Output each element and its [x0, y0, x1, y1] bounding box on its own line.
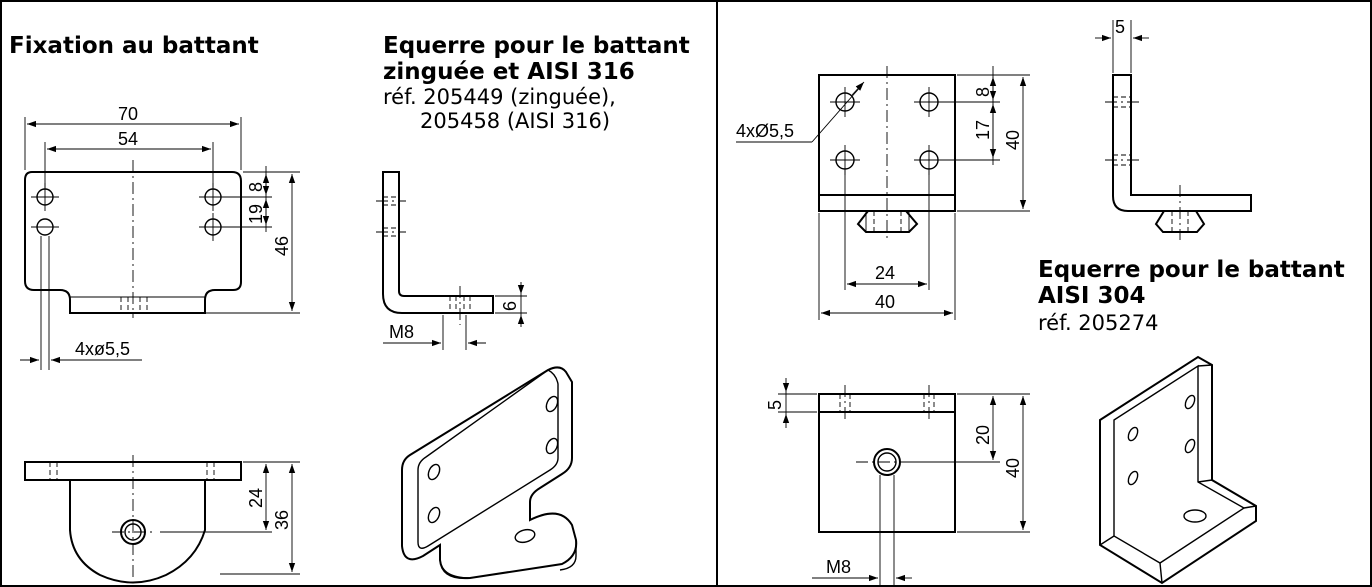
dim-hole-spacing-h: 54 [118, 129, 138, 149]
dim-depth-to-hole: 20 [973, 425, 993, 445]
bracket-304-top-view [818, 385, 956, 587]
dim-hole-spacing-v: 17 [973, 120, 993, 140]
hinge-plate-top-view [24, 455, 242, 584]
angle-bracket-side-view [376, 171, 494, 325]
bracket-title-line2: zinguée et AISI 316 [383, 59, 635, 85]
dimensions-front-view: 70 54 8 19 46 4xø5,5 [20, 104, 300, 370]
bracket-304-front-view [818, 66, 956, 238]
bracket-304-side-view [1105, 74, 1252, 240]
right-panel: Equerre pour le battant AISI 304 réf. 20… [736, 17, 1345, 587]
dimensions-side-view: 6 M8 [383, 282, 527, 350]
bracket-ref-line1: réf. 205274 [1038, 311, 1158, 335]
bracket-title-line1: Equerre pour le battant [383, 33, 690, 59]
dim-thickness: 6 [500, 301, 520, 311]
dim-depth-overall: 36 [272, 510, 292, 530]
dim-top-edge-to-hole: 8 [973, 87, 993, 97]
bracket-title-line2: AISI 304 [1038, 283, 1146, 309]
dim-width-overall: 70 [118, 104, 138, 124]
bracket-ref-line1: réf. 205449 (zinguée), [383, 85, 616, 109]
panel-title: Fixation au battant [9, 33, 259, 59]
dim-hole-spacing-h: 24 [875, 263, 895, 283]
dimensions-top-view: 24 36 [160, 461, 300, 575]
bracket-title-line1: Equerre pour le battant [1038, 257, 1345, 283]
dim-top-edge-to-hole: 8 [246, 182, 266, 192]
dim-thickness-top: 5 [1115, 17, 1125, 37]
dim-thread: M8 [826, 557, 851, 577]
dim-thread: M8 [389, 322, 414, 342]
angle-bracket-isometric [401, 366, 578, 580]
dim-depth-to-hole: 24 [246, 488, 266, 508]
dim-hole-spacing-v: 19 [246, 204, 266, 224]
dimensions-304-front-view: 4xØ5,5 8 17 40 24 40 [736, 66, 1030, 320]
dim-width-overall: 40 [875, 292, 895, 312]
dim-height-overall: 40 [1003, 130, 1023, 150]
bracket-ref-line2: 205458 (AISI 316) [420, 109, 610, 133]
dimensions-304-top-view: 5 20 40 M8 [765, 378, 1030, 582]
dim-holes: 4xø5,5 [75, 339, 130, 359]
dim-holes: 4xØ5,5 [736, 121, 794, 141]
dim-height-overall: 46 [272, 236, 292, 256]
bracket-304-isometric [1099, 355, 1257, 585]
dim-depth-overall: 40 [1003, 458, 1023, 478]
hinge-plate-front-view [24, 160, 242, 318]
dim-thickness-front: 5 [765, 400, 785, 410]
dimensions-304-side-view: 5 [1095, 17, 1149, 73]
left-panel: Fixation au battant Equerre pour le batt… [9, 33, 690, 584]
